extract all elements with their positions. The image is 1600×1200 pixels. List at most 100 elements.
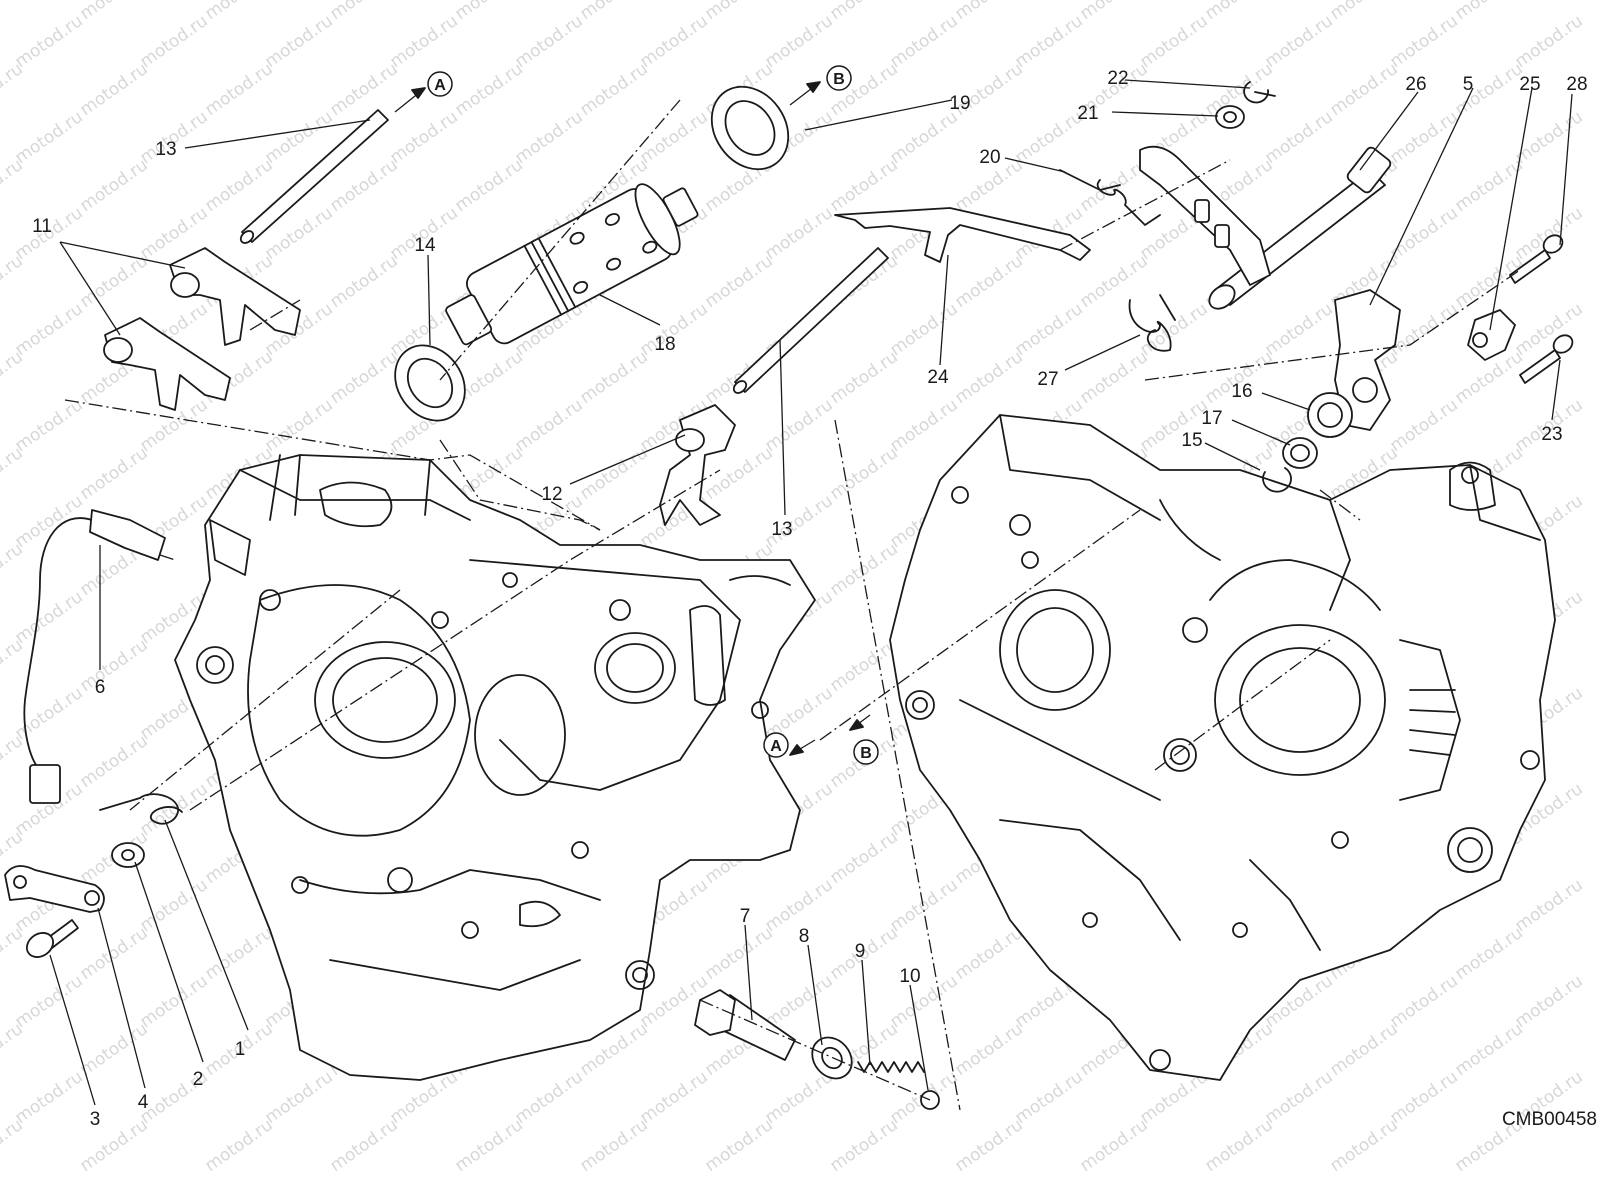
- watermark-text: motod.ru: [1076, 347, 1151, 408]
- watermark-text: motod.ru: [1136, 11, 1211, 72]
- watermark-text: motod.ru: [1201, 1115, 1276, 1176]
- watermark-text: motod.ru: [576, 1115, 651, 1176]
- callout-9: 9: [855, 941, 866, 962]
- watermark-text: motod.ru: [1386, 971, 1461, 1032]
- washer-2: [111, 842, 145, 868]
- watermark-text: motod.ru: [1451, 0, 1526, 24]
- screw-3: [26, 919, 79, 958]
- watermark-text: motod.ru: [386, 107, 461, 168]
- watermark-text: motod.ru: [11, 971, 86, 1032]
- watermark-text: motod.ru: [1326, 1019, 1401, 1080]
- reference-marker-b-top: B: [826, 65, 852, 91]
- callout-11: 11: [32, 216, 52, 237]
- watermark-text: motod.ru: [886, 875, 961, 936]
- watermark-text: motod.ru: [576, 0, 651, 24]
- spring-27: [1128, 294, 1176, 352]
- spring-1: [99, 793, 183, 825]
- watermark-text: motod.ru: [1261, 1067, 1336, 1128]
- washer-17: [1282, 437, 1318, 469]
- callout-labels: 1 2 3 4 5 6 7 8 9 10 11 12 13 13 14 15 1…: [32, 68, 1587, 1130]
- watermark-text: motod.ru: [76, 1115, 151, 1176]
- callout-7: 7: [740, 906, 751, 927]
- selector-plate-5: [1139, 145, 1271, 286]
- watermark-text: motod.ru: [326, 1115, 401, 1176]
- watermark-text: motod.ru: [826, 155, 901, 216]
- clip-22: [1243, 81, 1276, 104]
- callout-20: 20: [979, 147, 1000, 168]
- watermark-text: motod.ru: [1386, 203, 1461, 264]
- svg-text:A: A: [770, 738, 782, 755]
- reference-marker-a-top: A: [427, 71, 453, 97]
- watermark-text: motod.ru: [1326, 1115, 1401, 1176]
- watermark-text: motod.ru: [511, 395, 586, 456]
- watermark-text: motod.ru: [1386, 395, 1461, 456]
- callout-21: 21: [1077, 103, 1098, 124]
- watermark-text: motod.ru: [76, 635, 151, 696]
- watermark-text: motod.ru: [1511, 299, 1586, 360]
- watermark-text: motod.ru: [511, 1067, 586, 1128]
- callout-15: 15: [1181, 430, 1202, 451]
- watermark-text: motod.ru: [826, 0, 901, 24]
- watermark-text: motod.ru: [951, 1115, 1026, 1176]
- watermark-text: motod.ru: [951, 923, 1026, 984]
- watermark-text: motod.ru: [136, 971, 211, 1032]
- watermark-text: motod.ru: [1011, 1067, 1086, 1128]
- watermark-text: motod.ru: [701, 923, 776, 984]
- watermark-text: motod.ru: [201, 0, 276, 24]
- svg-text:A: A: [434, 77, 446, 94]
- left-crankcase-half: [174, 454, 816, 1081]
- watermark-text: motod.ru: [576, 59, 651, 120]
- watermark-text: motod.ru: [826, 827, 901, 888]
- watermark-text: motod.ru: [1386, 107, 1461, 168]
- watermark-text: motod.ru: [1201, 0, 1276, 24]
- callout-13-top: 13: [155, 139, 176, 160]
- watermark-text: motod.ru: [826, 539, 901, 600]
- bolt-23: [1519, 334, 1574, 384]
- watermark-text: motod.ru: [326, 347, 401, 408]
- callout-14: 14: [414, 235, 436, 256]
- plug-7: [694, 989, 796, 1061]
- watermark-text: motod.ru: [886, 11, 961, 72]
- watermark-text: motod.ru: [761, 971, 836, 1032]
- watermark-text: motod.ru: [76, 251, 151, 312]
- watermark-text: motod.ru: [826, 347, 901, 408]
- callout-2: 2: [193, 1069, 204, 1090]
- watermark-text: motod.ru: [451, 0, 526, 24]
- watermark-text: motod.ru: [201, 923, 276, 984]
- watermark-text: motod.ru: [76, 0, 151, 24]
- watermark-text: motod.ru: [451, 59, 526, 120]
- reference-arrows: [394, 81, 871, 756]
- callout-24: 24: [927, 367, 949, 388]
- circlip-15: [1262, 467, 1292, 493]
- watermark-text: motod.ru: [1451, 1019, 1526, 1080]
- watermark-text: motod.ru: [136, 779, 211, 840]
- watermark-text: motod.ru: [261, 11, 336, 72]
- callout-19: 19: [949, 93, 970, 114]
- watermark-text: motod.ru: [951, 0, 1026, 24]
- shift-forks-11: [103, 247, 301, 411]
- watermark-text: motod.ru: [1511, 11, 1586, 72]
- watermark-text: motod.ru: [11, 683, 86, 744]
- callout-26: 26: [1405, 74, 1426, 95]
- selector-lever-24: [834, 207, 1091, 263]
- watermark-text: motod.ru: [1261, 299, 1336, 360]
- washer-19: [710, 85, 790, 171]
- callout-leader-lines: [49, 79, 1573, 1106]
- watermark-text: motod.ru: [451, 155, 526, 216]
- watermark-text: motod.ru: [951, 251, 1026, 312]
- plate-25: [1334, 289, 1516, 431]
- washer-14: [394, 344, 466, 422]
- callout-25: 25: [1519, 74, 1540, 95]
- seal-16: [1307, 392, 1353, 438]
- watermark-text: motod.ru: [576, 347, 651, 408]
- watermark-text: motod.ru: [326, 251, 401, 312]
- reference-marker-b-middle: B: [853, 739, 879, 765]
- watermark-text: motod.ru: [761, 203, 836, 264]
- fork-rod-13-top: [239, 109, 389, 244]
- watermark-text: motod.ru: [76, 59, 151, 120]
- watermark-text: motod.ru: [1076, 1115, 1151, 1176]
- callout-18: 18: [654, 334, 675, 355]
- watermark-text: motod.ru: [1136, 299, 1211, 360]
- watermark-text: motod.ru: [1261, 11, 1336, 72]
